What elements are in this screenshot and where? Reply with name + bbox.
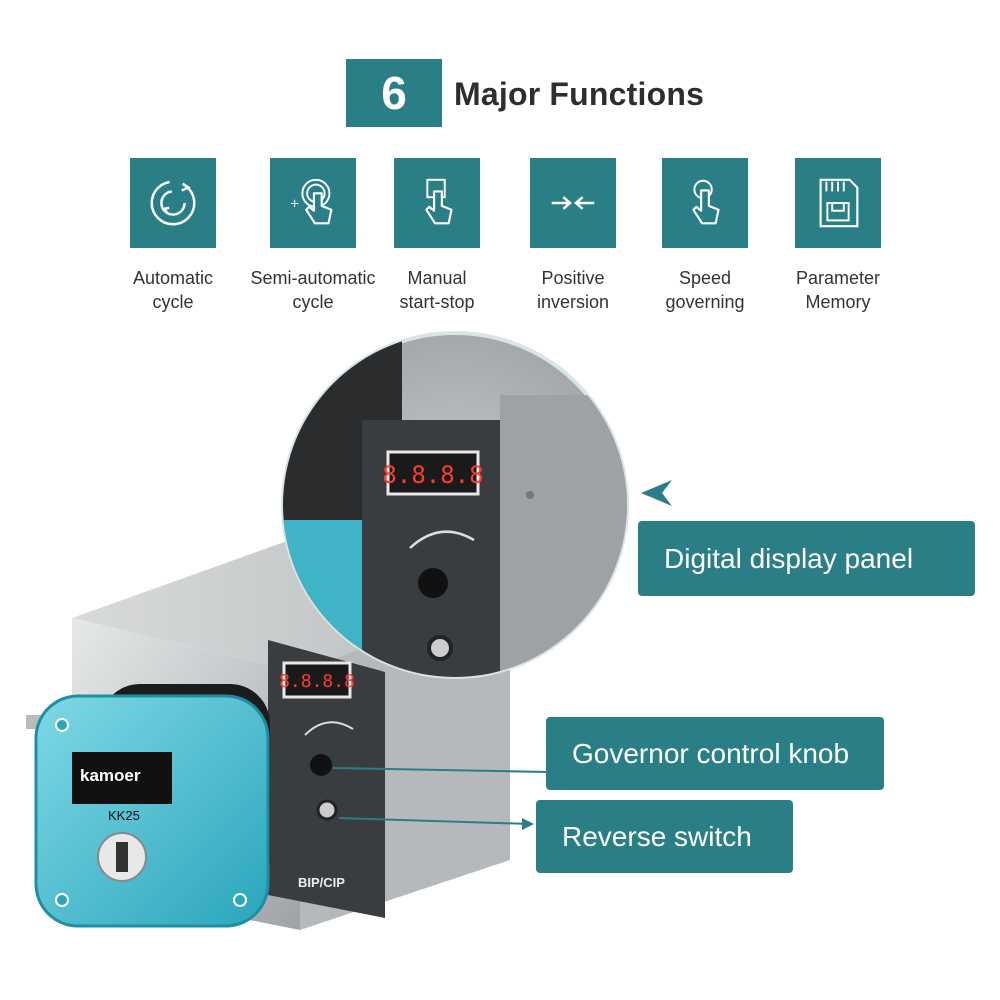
feature-speed-governing: Speed governing	[630, 158, 780, 314]
speed-governing-tile	[662, 158, 748, 248]
pointer-arrow-icon	[641, 480, 672, 506]
speed-touch-icon	[692, 179, 720, 225]
panel-label: BIP/CIP	[298, 875, 345, 890]
feature-label: Speed governing	[630, 266, 780, 314]
callout-digital-display: Digital display panel	[638, 521, 975, 596]
feature-label: Positive inversion	[498, 266, 648, 314]
feature-positive-inversion: Positive inversion	[498, 158, 648, 314]
feature-manual-start-stop: Manual start-stop	[362, 158, 512, 314]
model-label: KK25	[108, 808, 140, 823]
feature-label-line2: inversion	[536, 292, 610, 312]
parameter-memory-tile	[795, 158, 881, 248]
feature-label-line2: cycle	[152, 292, 194, 312]
callout-label: Reverse switch	[562, 820, 752, 852]
callout-reverse-switch: Reverse switch	[536, 800, 793, 873]
feature-label: Automatic cycle	[98, 266, 248, 314]
feature-label-line1: Manual	[407, 268, 467, 288]
callout-governor-knob: Governor control knob	[546, 717, 884, 790]
callout-label: Digital display panel	[664, 542, 914, 574]
arrows-inward-icon	[551, 196, 595, 210]
feature-label: Parameter Memory	[763, 266, 913, 314]
feature-parameter-memory: Parameter Memory	[763, 158, 913, 314]
tap-gesture-icon: +	[290, 178, 333, 225]
automatic-cycle-tile	[130, 158, 216, 248]
callout-label: Governor control knob	[572, 737, 850, 769]
feature-label-line2: cycle	[292, 292, 334, 312]
semi-automatic-tile: +	[270, 158, 356, 248]
zoom-display-digits: 8.8.8.8	[382, 461, 483, 489]
feature-label: Manual start-stop	[362, 266, 512, 314]
feature-label-line1: Automatic	[132, 268, 214, 288]
feature-label: Semi-automatic cycle	[238, 266, 388, 314]
feature-label-line1: Semi-automatic	[250, 268, 376, 288]
brand-logo: kamoer	[80, 766, 141, 785]
automatic-cycle-icon	[150, 180, 196, 226]
display-digits: 8.8.8.8	[279, 671, 355, 692]
pump-head: kamoer KK25	[26, 684, 270, 928]
page-title: Major Functions	[454, 76, 705, 112]
feature-label-line1: Speed	[678, 268, 732, 288]
device-display: 8.8.8.8	[279, 661, 355, 699]
sd-card-icon	[819, 178, 859, 228]
positive-inversion-tile	[530, 158, 616, 248]
feature-semi-automatic-cycle: + Semi-automatic cycle	[238, 158, 388, 314]
feature-automatic-cycle: Automatic cycle	[98, 158, 248, 314]
feature-label-line1: Parameter	[795, 268, 881, 288]
manual-start-stop-tile	[394, 158, 480, 248]
feature-label-line2: start-stop	[399, 292, 475, 312]
feature-label-line1: Positive	[541, 268, 605, 288]
feature-count-badge: 6	[346, 59, 442, 127]
feature-label-line2: Memory	[805, 292, 871, 312]
press-button-icon	[425, 178, 453, 225]
governor-knob[interactable]	[310, 754, 332, 776]
svg-text:+: +	[290, 196, 300, 210]
reverse-switch[interactable]	[316, 799, 338, 821]
feature-label-line2: governing	[665, 292, 745, 312]
